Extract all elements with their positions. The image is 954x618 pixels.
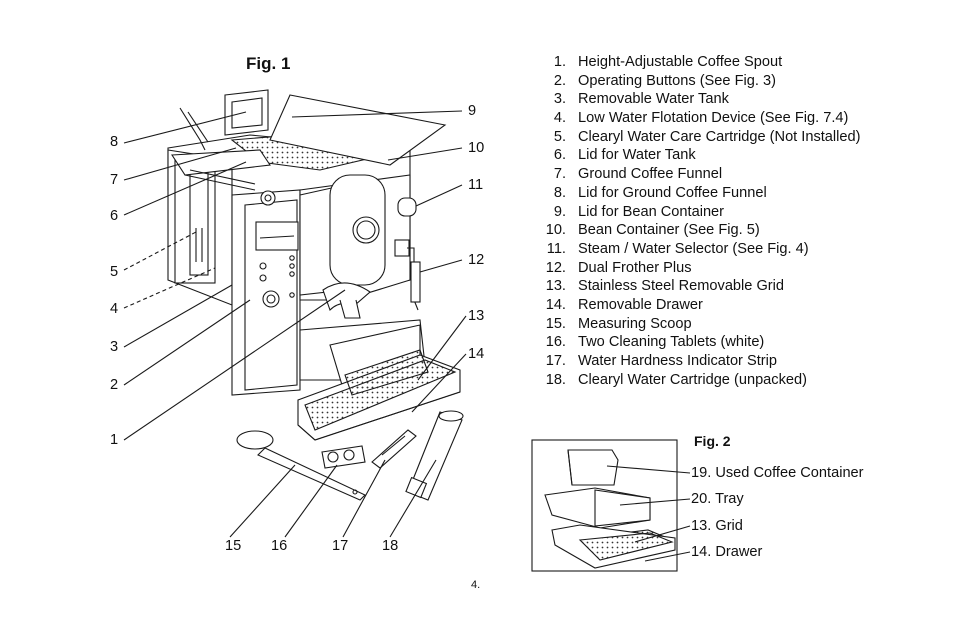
list-item-number: 15. — [545, 315, 566, 332]
callout-13: 13 — [468, 308, 485, 324]
list-item-label: Dual Frother Plus — [578, 259, 692, 276]
list-item: 10. Bean Container (See Fig. 5) — [540, 221, 861, 240]
fig2-label-drawer: 14. Drawer — [691, 544, 763, 560]
list-item: 9. Lid for Bean Container — [540, 203, 861, 222]
parts-list: 1. Height-Adjustable Coffee Spout 2. Opera… — [540, 53, 861, 389]
list-item: 16. Two Cleaning Tablets (white) — [540, 333, 861, 352]
list-item-label: Lid for Ground Coffee Funnel — [578, 184, 767, 201]
callout-1: 1 — [110, 432, 119, 448]
list-item-label: Clearyl Water Cartridge (unpacked) — [578, 371, 807, 388]
list-item: 1. Height-Adjustable Coffee Spout — [540, 53, 861, 72]
list-item: 15. Measuring Scoop — [540, 315, 861, 334]
fig2-label-grid: 13. Grid — [691, 518, 743, 534]
list-item-label: Removable Water Tank — [578, 91, 729, 108]
list-item-label: Bean Container (See Fig. 5) — [578, 222, 760, 239]
list-item-label: Height-Adjustable Coffee Spout — [578, 54, 783, 70]
list-item-number: 17. — [545, 353, 566, 369]
callout-8: 8 — [110, 134, 119, 150]
fig2-drawing — [531, 439, 691, 572]
callout-16: 16 — [271, 538, 288, 554]
list-item: 12. Dual Frother Plus — [540, 259, 861, 278]
list-item-label: Measuring Scoop — [578, 315, 692, 332]
callout-15: 15 — [225, 538, 242, 554]
list-item-number: 18. — [545, 371, 566, 388]
list-item-label: Low Water Flotation Device (See Fig. 7.4… — [578, 110, 849, 127]
list-item-label: Ground Coffee Funnel — [578, 166, 723, 183]
callout-18: 18 — [382, 538, 399, 554]
list-item-label: Removable Drawer — [578, 296, 703, 313]
list-item-number: 4. — [553, 110, 566, 127]
callout-5: 5 — [110, 264, 119, 280]
list-item-number: 2. — [553, 72, 566, 89]
fig2-label-used-coffee-container: 19. Used Coffee Container — [691, 465, 864, 481]
callout-4: 4 — [110, 301, 119, 317]
callout-9: 9 — [468, 103, 477, 119]
figure1-title: Fig. 1 — [246, 54, 291, 73]
list-item-number: 11. — [546, 240, 566, 257]
list-item-number: 10. — [545, 222, 566, 239]
fig2-label-tray: 20. Tray — [691, 491, 744, 507]
callout-12: 12 — [468, 252, 485, 268]
list-item-number: 14. — [545, 296, 566, 313]
callout-2: 2 — [110, 377, 119, 393]
callout-10: 10 — [468, 140, 485, 156]
list-item-label: Operating Buttons (See Fig. 3) — [578, 72, 776, 89]
callout-14: 14 — [468, 346, 485, 362]
list-item-number: 12. — [545, 259, 566, 276]
machine-drawing — [123, 89, 467, 538]
list-item-label: Steam / Water Selector (See Fig. 4) — [578, 240, 809, 257]
list-item-number: 7. — [553, 166, 566, 183]
callout-17: 17 — [332, 538, 349, 554]
list-item: 3. Removable Water Tank — [540, 90, 861, 109]
list-item-label: Clearyl Water Care Cartridge (Not Instal… — [578, 128, 861, 145]
list-item-number: 9. — [553, 203, 566, 220]
callout-3: 3 — [110, 339, 119, 355]
page-number: 4. — [471, 579, 481, 591]
list-item-number: 1. — [553, 54, 566, 70]
list-item-number: 13. — [545, 278, 566, 295]
list-item-number: 3. — [553, 91, 566, 108]
list-item: 4. Low Water Flotation Device (See Fig. 7… — [540, 109, 861, 128]
list-item-label: Stainless Steel Removable Grid — [578, 278, 785, 295]
list-item-label: Two Cleaning Tablets (white) — [578, 334, 765, 351]
list-item-number: 6. — [553, 147, 566, 164]
list-item: 7. Ground Coffee Funnel — [540, 165, 861, 184]
list-item-label: Lid for Water Tank — [578, 147, 696, 164]
list-item: 5. Clearyl Water Care Cartridge (Not Inst… — [540, 128, 861, 147]
list-item: 6. Lid for Water Tank — [540, 146, 861, 165]
list-item-number: 8. — [553, 184, 566, 201]
list-item: 17. Water Hardness Indicator Strip — [540, 352, 861, 371]
list-item-number: 16. — [545, 334, 566, 351]
list-item: 8. Lid for Ground Coffee Funnel — [540, 184, 861, 203]
callout-7: 7 — [110, 172, 119, 188]
list-item-number: 5. — [553, 128, 566, 145]
list-item: 11. Steam / Water Selector (See Fig. 4) — [540, 240, 861, 259]
figure2-title: Fig. 2 — [694, 433, 731, 449]
list-item: 18. Clearyl Water Cartridge (unpacked) — [540, 371, 861, 390]
callout-11: 11 — [468, 177, 484, 193]
list-item: 13. Stainless Steel Removable Grid — [540, 277, 861, 296]
list-item-label: Water Hardness Indicator Strip — [578, 353, 777, 369]
list-item: 14. Removable Drawer — [540, 296, 861, 315]
callout-6: 6 — [110, 208, 119, 224]
list-item: 2. Operating Buttons (See Fig. 3) — [540, 72, 861, 91]
list-item-label: Lid for Bean Container — [578, 203, 725, 220]
